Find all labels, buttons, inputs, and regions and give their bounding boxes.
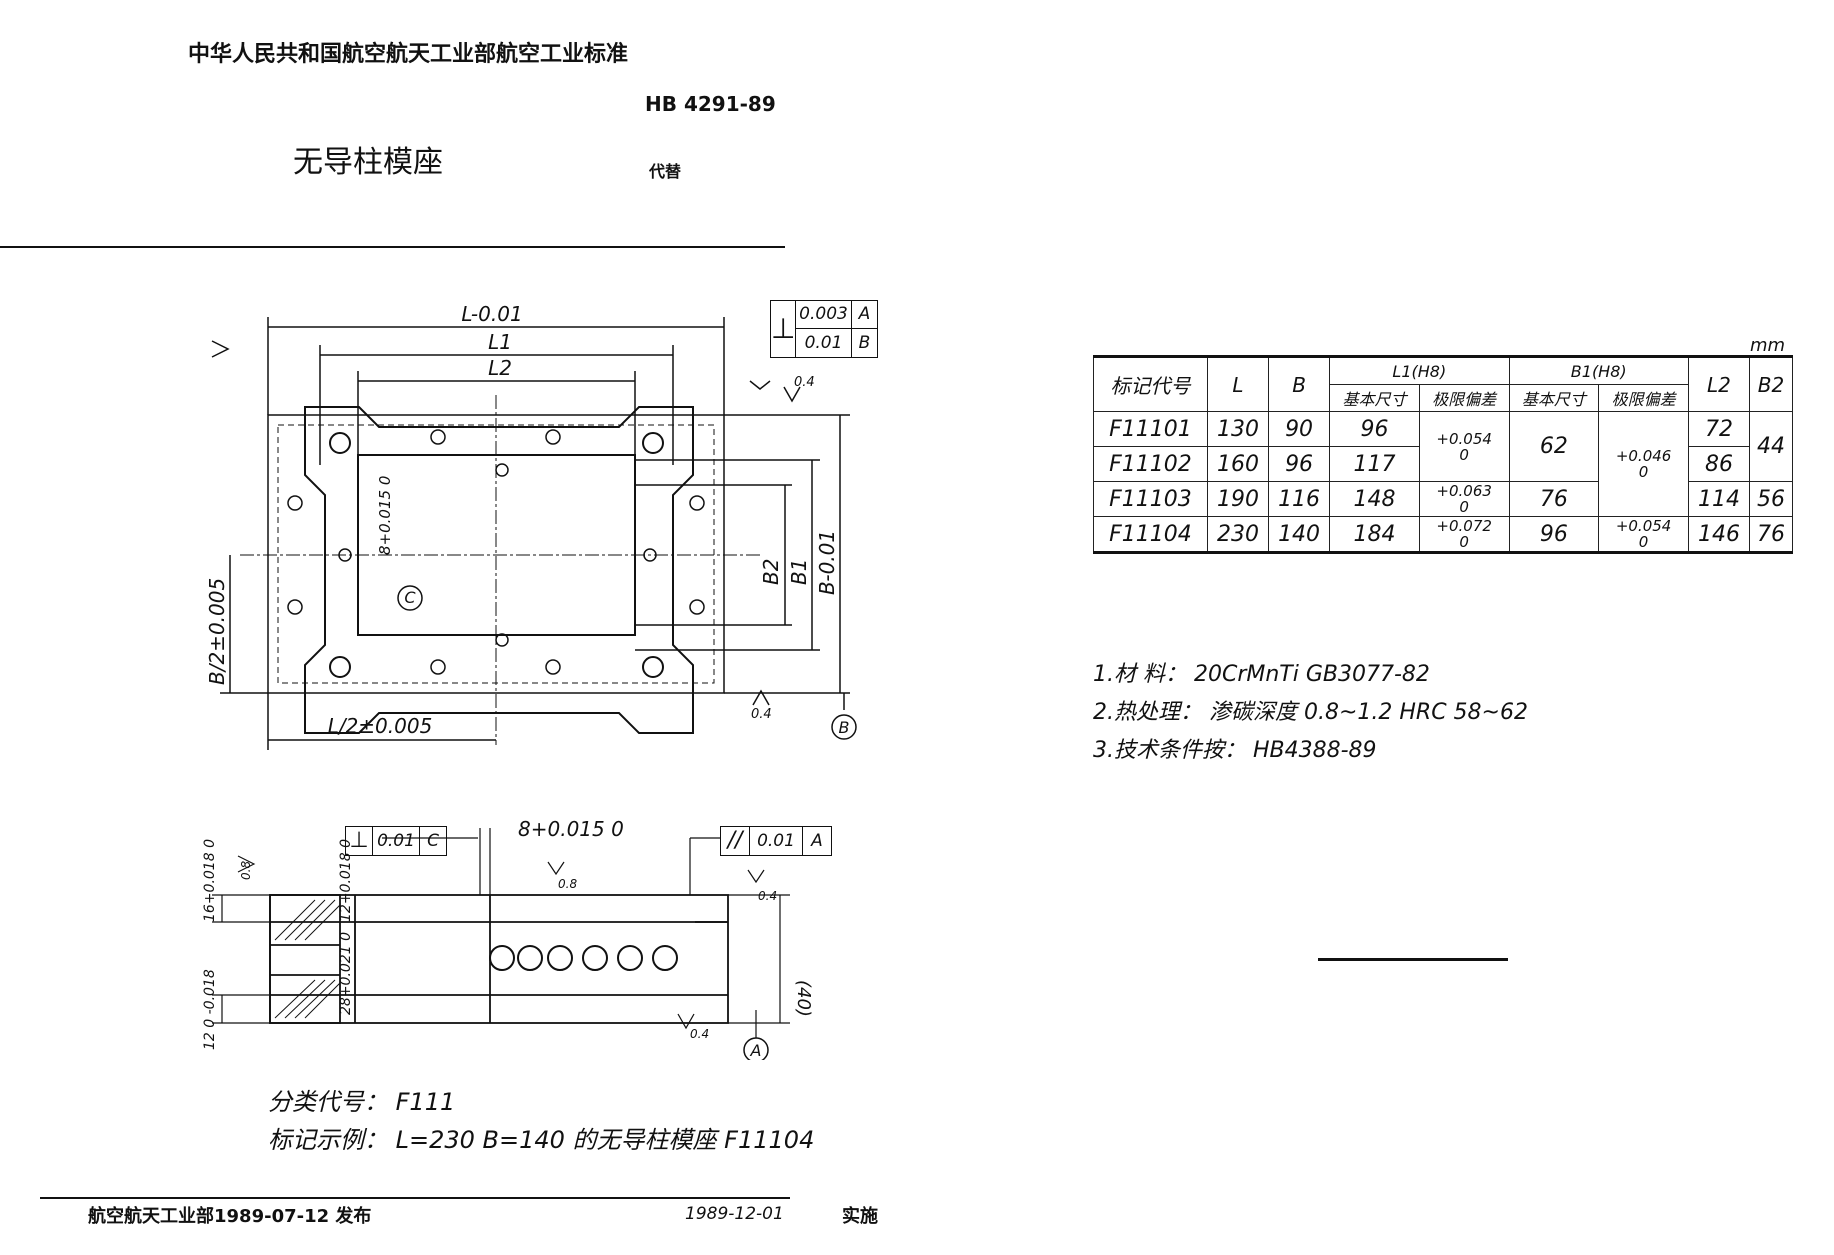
dim-L-half: L/2±0.005: [328, 714, 433, 738]
dim-L2: L2: [488, 356, 512, 380]
section-perp-datum: C: [427, 831, 439, 851]
fcf-value-2: 0.01: [796, 329, 852, 357]
perpendicular-symbol-icon: ⊥: [771, 301, 796, 357]
effective-date: 1989-12-01: [685, 1204, 784, 1224]
section-parallel-value: 0.01: [750, 827, 803, 855]
unit-label: mm: [1750, 335, 1786, 356]
dim-B: B-0.01: [815, 530, 839, 595]
dim-B-half: B/2±0.005: [205, 578, 229, 685]
dim-16: 16+0.018 0: [202, 839, 218, 922]
datum-A: A: [750, 1041, 762, 1060]
dim-B1: B1: [787, 559, 811, 585]
end-rule: [1318, 958, 1508, 961]
fcf-value-1: 0.003: [796, 301, 852, 329]
perpendicular-symbol-icon: ⊥: [346, 827, 373, 855]
section-perp-value: 0.01: [373, 827, 420, 855]
col-B1-limit: 极限偏差: [1598, 384, 1689, 412]
table-row: F11101 130 90 96 +0.054 0 62 +0.046 0 72…: [1093, 411, 1793, 517]
header-rule: [0, 246, 785, 248]
issuing-authority: 中华人民共和国航空航天工业部航空工业标准: [188, 42, 629, 67]
dim-12a: 12+0.018 0: [338, 839, 354, 922]
section-dim-top: 8+0.015 0: [518, 817, 624, 841]
dim-28: 28+0.021 0: [338, 932, 354, 1015]
col-L1-basic: 基本尺寸: [1329, 384, 1420, 412]
datum-c-circle: [397, 585, 423, 611]
table-row: F11102 160 96 117 86: [1093, 446, 1793, 482]
guide-hole: [329, 432, 351, 454]
specification-table: 标记代号 L B L1(H8) B1(H8) L2 B2 基本尺寸 极限偏差 基…: [1093, 355, 1793, 554]
issue-date: 航空航天工业部1989-07-12 发布: [88, 1206, 372, 1227]
parallel-symbol-icon: //: [721, 827, 750, 855]
col-L1: L1(H8): [1329, 356, 1510, 385]
classification-code: 分类代号： F111: [268, 1088, 456, 1116]
section-view-drawing: A 8+0.015 0 0.8 0.4 0.4 16+0.018 0 12+0.…: [202, 817, 814, 1060]
dim-L1: L1: [488, 330, 512, 354]
col-L: L: [1206, 356, 1270, 412]
fcf-datum-1: A: [852, 301, 877, 329]
table-row: F11104 230 140 184 +0.072 0 96 +0.054 0 …: [1093, 516, 1793, 553]
note-material: 1.材 料： 20CrMnTi GB3077-82: [1093, 662, 1430, 687]
dim-L: L-0.01: [461, 302, 522, 326]
standard-number: HB 4291-89: [645, 92, 776, 116]
col-B1: B1(H8): [1508, 356, 1689, 385]
col-code: 标记代号: [1093, 356, 1208, 412]
guide-hole: [329, 656, 351, 678]
section-roughness-04-top: 0.4: [758, 889, 777, 903]
fcf-datum-2: B: [858, 333, 871, 353]
col-L2: L2: [1687, 356, 1751, 412]
guide-hole: [642, 432, 664, 454]
section-roughness-08-left: 0.8: [239, 861, 253, 880]
note-heat-treatment: 2.热处理： 渗碳深度 0.8~1.2 HRC 58~62: [1093, 700, 1528, 725]
col-B: B: [1268, 356, 1331, 412]
section-parallel-datum: A: [811, 831, 823, 851]
section-roughness-04: 0.4: [690, 1027, 709, 1041]
section-perp-frame: ⊥ 0.01 C: [345, 826, 447, 856]
section-parallel-frame: // 0.01 A: [720, 826, 832, 856]
datum-C: C: [404, 588, 416, 607]
document-title: 无导柱模座: [293, 145, 443, 180]
effective-label: 实施: [842, 1206, 878, 1227]
datum-B: B: [839, 718, 850, 737]
col-B1-basic: 基本尺寸: [1508, 384, 1600, 412]
table-row: F11103 190 116 148 +0.063 0 76 114 56: [1093, 481, 1793, 517]
plan-view-drawing: L-0.01 L1 L2 C 8+0.015 0 B2 B1 B-0.01 B/…: [205, 302, 857, 750]
marking-example: 标记示例： L=230 B=140 的无导柱模座 F11104: [268, 1126, 815, 1154]
col-B2: B2: [1749, 356, 1793, 412]
dim-40: (40): [793, 980, 814, 1017]
guide-hole: [642, 656, 664, 678]
roughness-08: 0.8: [558, 877, 577, 891]
col-L1-limit: 极限偏差: [1418, 384, 1510, 412]
hole-dim: 8+0.015 0: [376, 476, 394, 555]
replaces-label: 代替: [649, 162, 682, 181]
dim-B2: B2: [759, 559, 783, 585]
perpendicularity-frame: ⊥ 0.003 A 0.01 B: [770, 300, 878, 358]
note-tech-conditions: 3.技术条件按： HB4388-89: [1093, 738, 1377, 763]
roughness-04-top: 0.4: [794, 375, 815, 390]
footer-rule: [40, 1197, 790, 1199]
dim-12b: 12 0 -0.018: [202, 969, 218, 1050]
roughness-bottom: 0.4: [751, 707, 772, 722]
